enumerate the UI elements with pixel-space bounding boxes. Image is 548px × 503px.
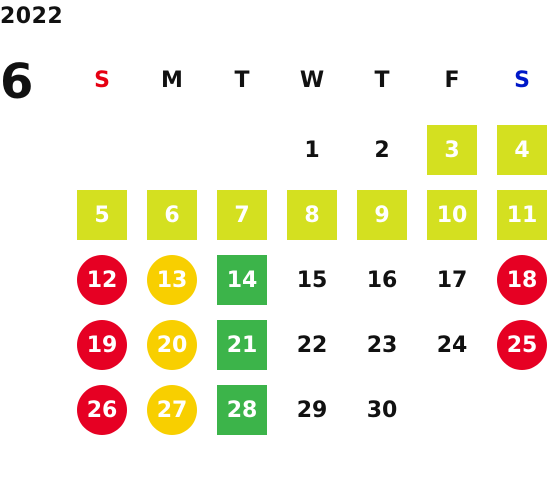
day-number: 16 xyxy=(366,267,398,293)
weekday-tue: T xyxy=(234,67,250,93)
day-number xyxy=(427,385,477,435)
day-number: 29 xyxy=(296,397,328,423)
day-number: 10 xyxy=(427,190,477,240)
day-number: 11 xyxy=(497,190,547,240)
weekday-wed: W xyxy=(299,67,325,93)
day-number: 12 xyxy=(77,255,127,305)
day-number: 3 xyxy=(427,125,477,175)
day-cell: 15 xyxy=(277,255,347,305)
day-number: 1 xyxy=(304,137,320,163)
day-number: 30 xyxy=(366,397,398,423)
day-number: 9 xyxy=(357,190,407,240)
day-cell: 20 xyxy=(137,320,207,370)
day-number: 8 xyxy=(287,190,337,240)
weekday-header-row: S M T W T F S xyxy=(67,60,548,100)
day-number: 5 xyxy=(77,190,127,240)
weekday-sat: S xyxy=(514,67,530,93)
day-number: 2 xyxy=(374,137,390,163)
week-row-4: 19 20 21 22 23 24 25 xyxy=(67,320,548,370)
day-cell: 11 xyxy=(487,190,548,240)
day-cell xyxy=(417,385,487,435)
day-number: 18 xyxy=(497,255,547,305)
day-cell: 10 xyxy=(417,190,487,240)
day-number xyxy=(497,385,547,435)
month-number: 6 xyxy=(0,54,34,110)
day-number xyxy=(77,125,127,175)
day-cell: 29 xyxy=(277,385,347,435)
day-cell xyxy=(207,125,277,175)
day-number: 7 xyxy=(217,190,267,240)
weekday-thu: T xyxy=(374,67,390,93)
day-cell: 28 xyxy=(207,385,277,435)
day-number xyxy=(217,125,267,175)
day-cell: 8 xyxy=(277,190,347,240)
day-cell xyxy=(487,385,548,435)
day-number: 25 xyxy=(497,320,547,370)
week-row-3: 12 13 14 15 16 17 18 xyxy=(67,255,548,305)
day-cell: 7 xyxy=(207,190,277,240)
day-number: 28 xyxy=(217,385,267,435)
day-cell: 21 xyxy=(207,320,277,370)
day-number: 21 xyxy=(217,320,267,370)
day-cell: 30 xyxy=(347,385,417,435)
day-number: 23 xyxy=(366,332,398,358)
year-label: 2022 xyxy=(0,4,64,29)
day-cell: 25 xyxy=(487,320,548,370)
day-number: 22 xyxy=(296,332,328,358)
day-cell: 1 xyxy=(277,125,347,175)
day-number: 6 xyxy=(147,190,197,240)
day-cell xyxy=(137,125,207,175)
weekday-sun: S xyxy=(94,67,110,93)
day-cell: 9 xyxy=(347,190,417,240)
day-cell: 13 xyxy=(137,255,207,305)
day-cell xyxy=(67,125,137,175)
week-row-5: 26 27 28 29 30 xyxy=(67,385,548,435)
day-cell: 14 xyxy=(207,255,277,305)
week-row-1: 1 2 3 4 xyxy=(67,125,548,175)
day-number: 13 xyxy=(147,255,197,305)
day-number: 27 xyxy=(147,385,197,435)
day-number: 17 xyxy=(436,267,468,293)
day-number: 19 xyxy=(77,320,127,370)
day-cell: 26 xyxy=(67,385,137,435)
day-cell: 27 xyxy=(137,385,207,435)
day-number: 20 xyxy=(147,320,197,370)
day-cell: 16 xyxy=(347,255,417,305)
day-number: 26 xyxy=(77,385,127,435)
day-cell: 5 xyxy=(67,190,137,240)
day-cell: 18 xyxy=(487,255,548,305)
day-number: 15 xyxy=(296,267,328,293)
day-cell: 23 xyxy=(347,320,417,370)
day-cell: 4 xyxy=(487,125,548,175)
week-row-2: 5 6 7 8 9 10 11 xyxy=(67,190,548,240)
weekday-mon: M xyxy=(161,67,183,93)
day-cell: 6 xyxy=(137,190,207,240)
day-cell: 17 xyxy=(417,255,487,305)
day-number xyxy=(147,125,197,175)
day-number: 14 xyxy=(217,255,267,305)
day-number: 24 xyxy=(436,332,468,358)
day-number: 4 xyxy=(497,125,547,175)
day-cell: 3 xyxy=(417,125,487,175)
weekday-fri: F xyxy=(444,67,460,93)
day-cell: 19 xyxy=(67,320,137,370)
day-cell: 12 xyxy=(67,255,137,305)
day-cell: 22 xyxy=(277,320,347,370)
day-cell: 24 xyxy=(417,320,487,370)
day-cell: 2 xyxy=(347,125,417,175)
